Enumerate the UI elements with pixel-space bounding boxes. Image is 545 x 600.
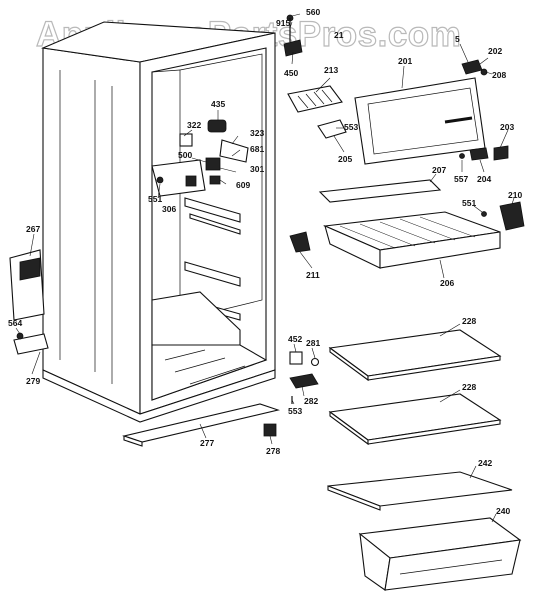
leader-lines [15, 13, 515, 523]
wire-shelf-upper [328, 329, 502, 382]
callout-681: 681 [250, 144, 264, 154]
callout-5x: 5 [455, 34, 460, 44]
shelf-brackets [289, 351, 320, 404]
callout-557: 557 [454, 174, 468, 184]
callout-551-b: 551 [462, 198, 476, 208]
callout-306: 306 [162, 204, 176, 214]
callout-301: 301 [250, 164, 264, 174]
base-grille [121, 403, 281, 447]
callout-500: 500 [178, 150, 192, 160]
callout-21x: 21 [334, 30, 344, 40]
machine-compartment [9, 249, 49, 355]
callout-278: 278 [266, 446, 280, 456]
callout-213: 213 [324, 65, 338, 75]
callout-210: 210 [508, 190, 522, 200]
freezer-door [354, 77, 486, 165]
callout-204: 204 [477, 174, 491, 184]
crisper-pan [358, 517, 522, 591]
ice-tray [287, 85, 343, 113]
callout-207: 207 [432, 165, 446, 175]
leveling-leg [263, 423, 277, 437]
callout-452: 452 [288, 334, 302, 344]
freezer-drawer [322, 211, 501, 269]
callout-228-a: 228 [462, 316, 476, 326]
callout-564: 564 [8, 318, 22, 328]
glass-shelf [327, 471, 513, 511]
callout-553-a: 553 [344, 122, 358, 132]
callout-277: 277 [200, 438, 214, 448]
wire-shelf-lower [328, 393, 502, 446]
callout-450: 450 [284, 68, 298, 78]
callout-240: 240 [496, 506, 510, 516]
callout-242: 242 [478, 458, 492, 468]
callout-208: 208 [492, 70, 506, 80]
callout-205: 205 [338, 154, 352, 164]
callout-206: 206 [440, 278, 454, 288]
callout-323: 323 [250, 128, 264, 138]
callout-915: 915 [276, 18, 290, 28]
drawer-rails [289, 201, 525, 253]
callout-labels: 915 560 21 450 213 201 5 202 208 435 322… [8, 7, 522, 516]
control-assembly [151, 119, 249, 197]
callout-282: 282 [304, 396, 318, 406]
hinge-hardware [283, 14, 509, 161]
callout-560: 560 [306, 7, 320, 17]
callout-553-b: 553 [288, 406, 302, 416]
callout-203: 203 [500, 122, 514, 132]
callout-279: 279 [26, 376, 40, 386]
callout-202: 202 [488, 46, 502, 56]
callout-551-a: 551 [148, 194, 162, 204]
callout-228-b: 228 [462, 382, 476, 392]
callout-201: 201 [398, 56, 412, 66]
callout-435: 435 [211, 99, 225, 109]
callout-211: 211 [306, 270, 320, 280]
callout-281: 281 [306, 338, 320, 348]
callout-267: 267 [26, 224, 40, 234]
callout-322: 322 [187, 120, 201, 130]
shelf-cover [318, 179, 442, 203]
cabinet-shell [40, 21, 276, 423]
callout-609: 609 [236, 180, 250, 190]
